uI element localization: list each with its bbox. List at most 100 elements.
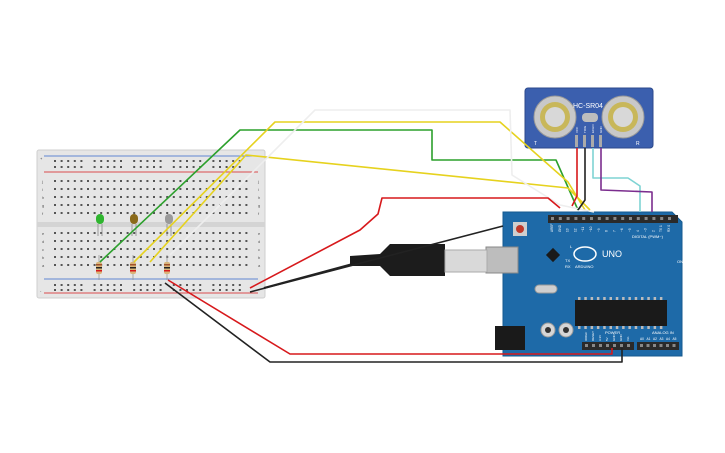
- hole[interactable]: [205, 248, 208, 250]
- hole[interactable]: [100, 166, 103, 168]
- hole[interactable]: [238, 166, 241, 168]
- pin-hole[interactable]: [627, 344, 630, 347]
- hole[interactable]: [172, 196, 175, 198]
- hole[interactable]: [139, 188, 142, 190]
- wire-black-rail[interactable]: [249, 225, 504, 293]
- hole[interactable]: [67, 180, 70, 182]
- hole[interactable]: [54, 160, 56, 162]
- hole[interactable]: [212, 180, 215, 182]
- hole[interactable]: [179, 289, 182, 291]
- hole[interactable]: [133, 180, 136, 182]
- hole[interactable]: [219, 180, 221, 182]
- hole[interactable]: [106, 248, 109, 250]
- hole[interactable]: [166, 240, 169, 242]
- hole[interactable]: [87, 232, 89, 234]
- hole[interactable]: [179, 256, 182, 258]
- hole[interactable]: [232, 196, 235, 198]
- hole[interactable]: [139, 289, 142, 291]
- hole[interactable]: [212, 232, 215, 234]
- hole[interactable]: [146, 232, 149, 234]
- hole[interactable]: [238, 180, 241, 182]
- hole[interactable]: [179, 188, 182, 190]
- hole[interactable]: [106, 160, 109, 162]
- hole[interactable]: [106, 289, 109, 291]
- hole[interactable]: [54, 180, 56, 182]
- hole[interactable]: [199, 160, 202, 162]
- hole[interactable]: [100, 188, 103, 190]
- hole[interactable]: [232, 232, 235, 234]
- pin-hole[interactable]: [666, 344, 669, 347]
- resistor-1[interactable]: [96, 255, 102, 280]
- hole[interactable]: [179, 264, 182, 266]
- hole[interactable]: [192, 196, 195, 198]
- hole[interactable]: [219, 240, 221, 242]
- hole[interactable]: [179, 166, 182, 168]
- pin-hole[interactable]: [640, 344, 643, 347]
- hole[interactable]: [199, 284, 202, 286]
- pin-hole[interactable]: [672, 344, 676, 347]
- hole[interactable]: [179, 248, 182, 250]
- hole[interactable]: [153, 196, 155, 198]
- hole[interactable]: [172, 212, 175, 214]
- hole[interactable]: [219, 289, 221, 291]
- hole[interactable]: [80, 188, 83, 190]
- hole[interactable]: [126, 232, 129, 234]
- wire-red-sensor[interactable]: [571, 148, 578, 207]
- hole[interactable]: [179, 160, 182, 162]
- hole[interactable]: [179, 284, 182, 286]
- hole[interactable]: [219, 256, 221, 258]
- hole[interactable]: [146, 204, 149, 206]
- wire-yellow-2[interactable]: [149, 154, 591, 263]
- led-yellow[interactable]: [130, 214, 138, 236]
- hole[interactable]: [146, 180, 149, 182]
- hole[interactable]: [73, 256, 76, 258]
- hole[interactable]: [113, 180, 116, 182]
- hole[interactable]: [245, 256, 248, 258]
- pin-hole[interactable]: [566, 217, 570, 220]
- hole[interactable]: [80, 264, 83, 266]
- hole[interactable]: [133, 166, 136, 168]
- hole[interactable]: [186, 212, 188, 214]
- hole[interactable]: [133, 188, 136, 190]
- analog-header[interactable]: [637, 342, 679, 350]
- hole[interactable]: [106, 232, 109, 234]
- hole[interactable]: [113, 196, 116, 198]
- hole[interactable]: [225, 196, 228, 198]
- hole[interactable]: [67, 256, 70, 258]
- hole[interactable]: [232, 284, 235, 286]
- hole[interactable]: [126, 264, 129, 266]
- hole[interactable]: [120, 166, 122, 168]
- hole[interactable]: [93, 196, 96, 198]
- hole[interactable]: [186, 188, 188, 190]
- hole[interactable]: [238, 232, 241, 234]
- hole[interactable]: [113, 240, 116, 242]
- hole[interactable]: [139, 264, 142, 266]
- resistor-2[interactable]: [130, 255, 136, 280]
- hole[interactable]: [87, 264, 89, 266]
- hole[interactable]: [126, 180, 129, 182]
- hole[interactable]: [225, 264, 228, 266]
- hole[interactable]: [113, 212, 116, 214]
- hole[interactable]: [93, 248, 96, 250]
- hole[interactable]: [205, 196, 208, 198]
- hole[interactable]: [139, 232, 142, 234]
- pin-hole[interactable]: [582, 217, 586, 220]
- pin-hole[interactable]: [590, 217, 593, 220]
- hole[interactable]: [166, 248, 169, 250]
- hole[interactable]: [232, 160, 235, 162]
- hole[interactable]: [225, 166, 228, 168]
- wire-green[interactable]: [99, 129, 579, 263]
- pin-hole[interactable]: [558, 217, 562, 220]
- hole[interactable]: [159, 166, 162, 168]
- hole[interactable]: [212, 248, 215, 250]
- hole[interactable]: [172, 284, 175, 286]
- hole[interactable]: [73, 284, 76, 286]
- hole[interactable]: [186, 289, 188, 291]
- hole[interactable]: [133, 256, 136, 258]
- hole[interactable]: [54, 188, 56, 190]
- wire-white[interactable]: [169, 109, 595, 256]
- hole[interactable]: [232, 248, 235, 250]
- hole[interactable]: [80, 204, 83, 206]
- hole[interactable]: [172, 188, 175, 190]
- pin-hole[interactable]: [613, 344, 616, 347]
